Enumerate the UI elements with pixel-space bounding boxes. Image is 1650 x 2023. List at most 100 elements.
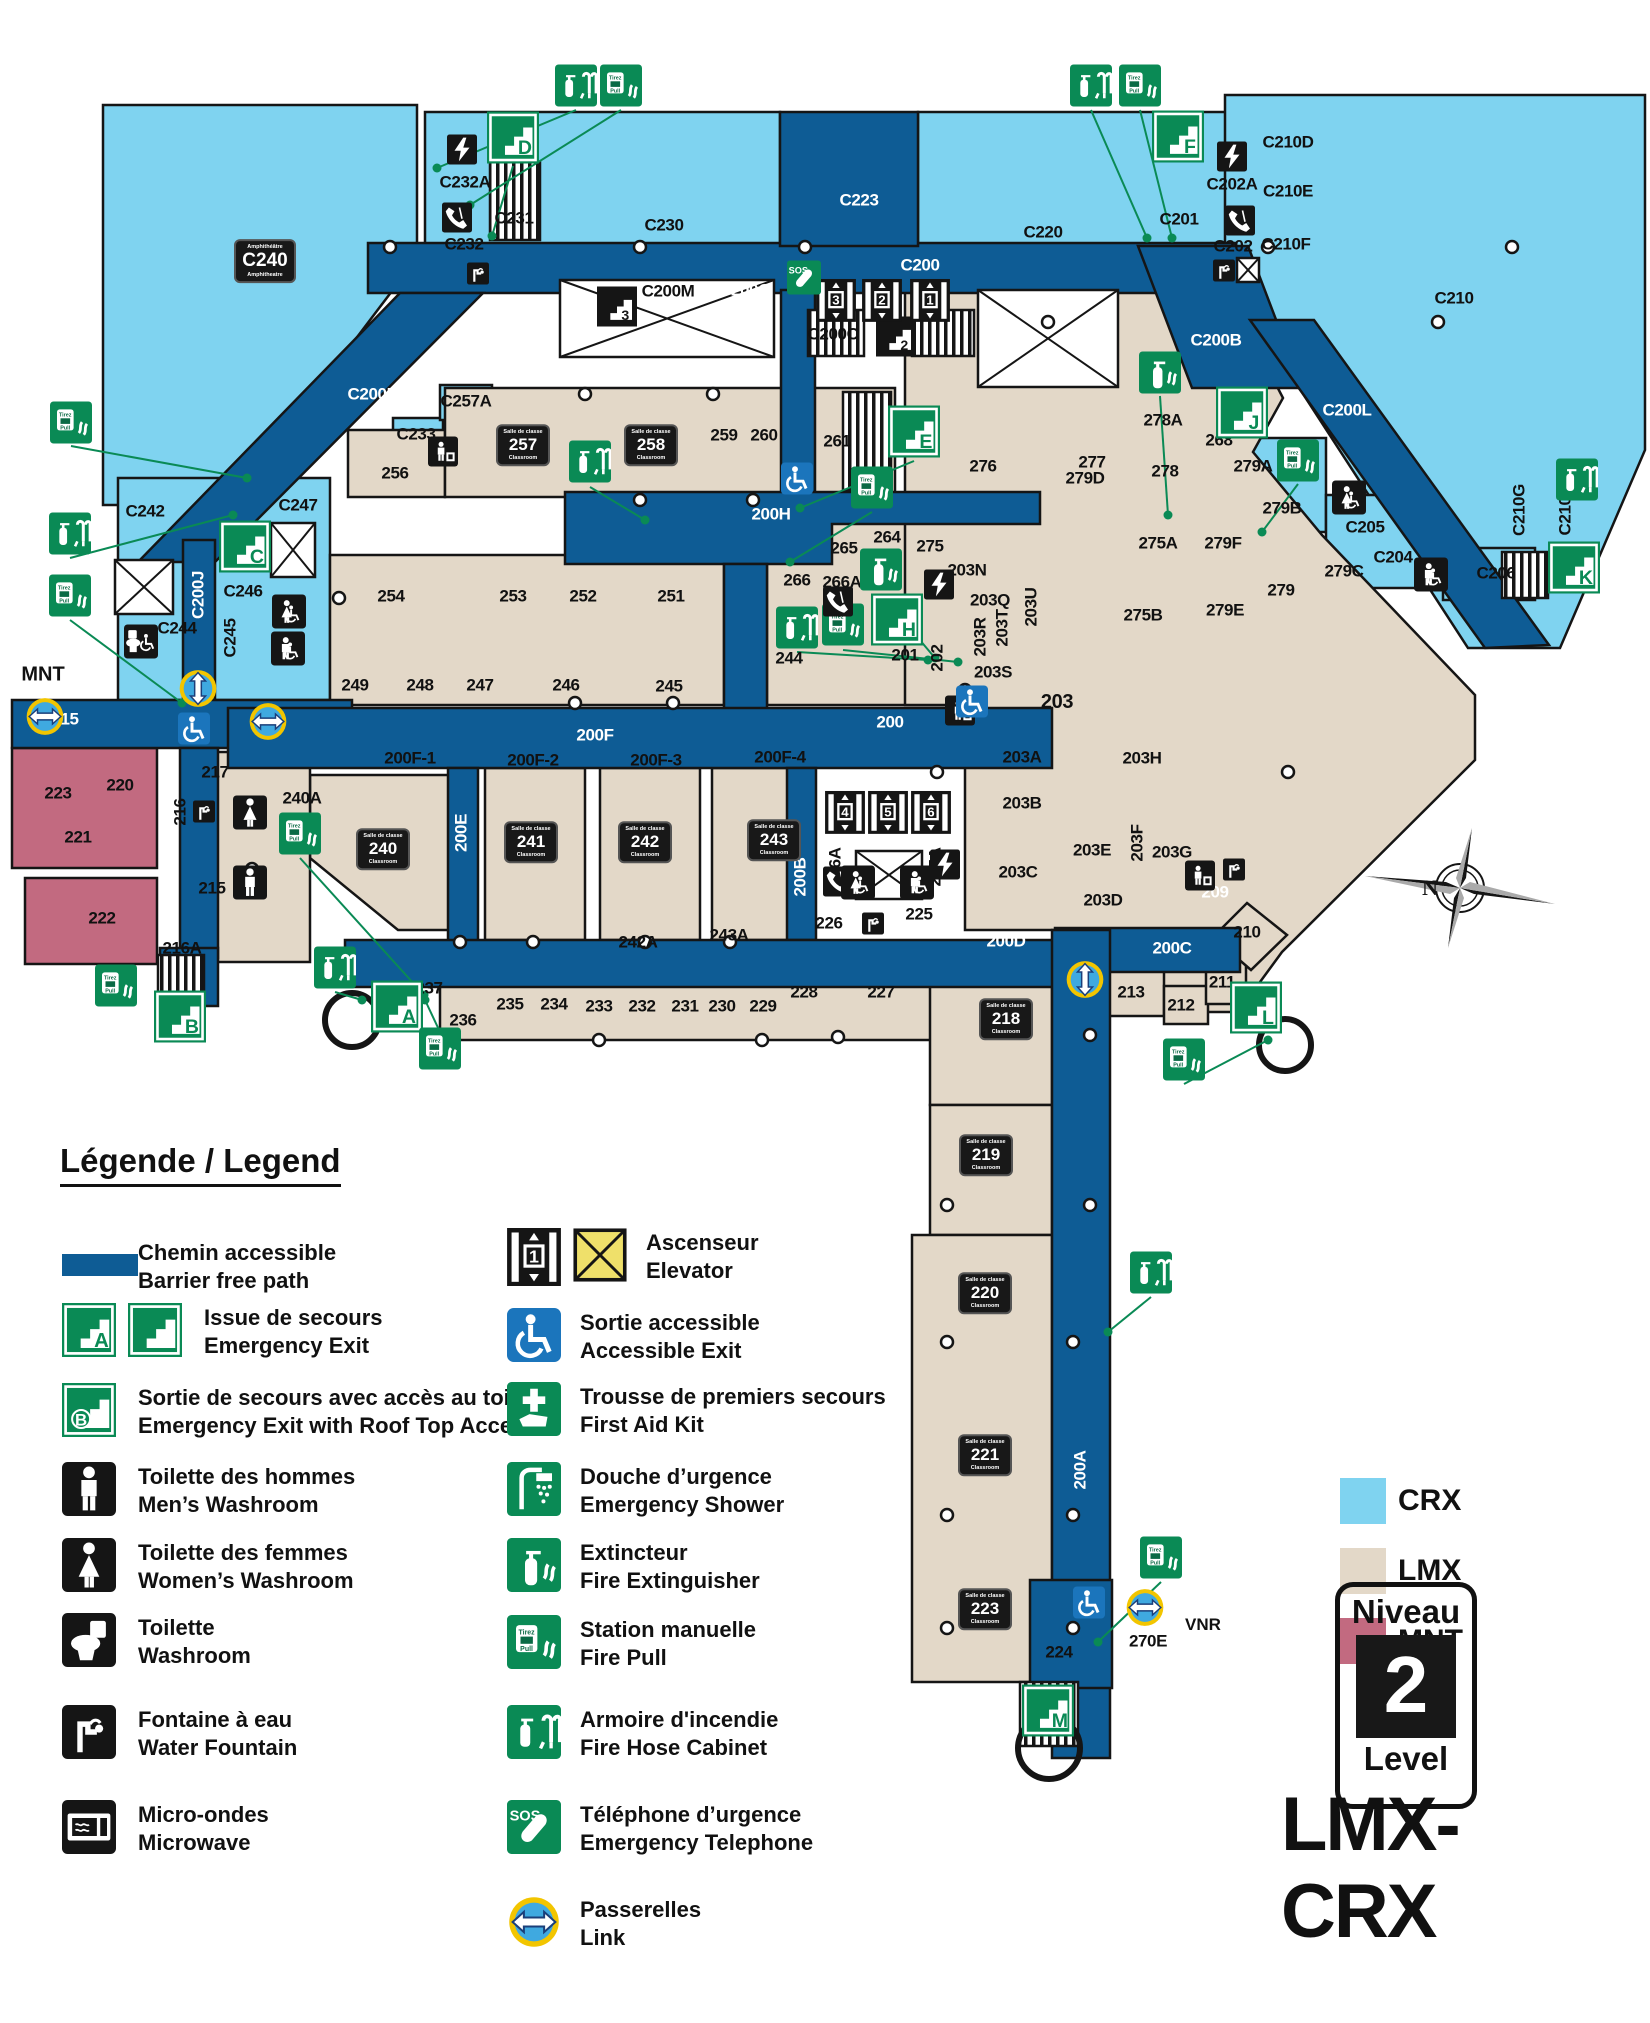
room-label-247: 247	[466, 675, 494, 695]
badge-fr: Salle de classe	[986, 1003, 1026, 1010]
room-label-248: 248	[406, 675, 434, 695]
room-label-200C: 200C	[1152, 938, 1192, 958]
leader-dot	[640, 515, 650, 525]
room-label-260: 260	[750, 425, 778, 445]
icon-leader-line	[1261, 483, 1299, 533]
room-label-C257A: C257A	[440, 391, 492, 411]
svg-text:2: 2	[900, 338, 908, 354]
room-label-270E: 270E	[1128, 1631, 1168, 1651]
legend-fhc-icon	[507, 1705, 562, 1764]
link-icon	[1125, 1588, 1165, 1633]
svg-text:3: 3	[832, 292, 839, 307]
room-label-203N: 203N	[947, 560, 987, 580]
icon-leader-line	[299, 857, 425, 996]
room-label-279A: 279A	[1233, 456, 1273, 476]
room-label-254: 254	[377, 586, 405, 606]
door-dot	[331, 590, 347, 606]
room-label-261: 261	[823, 431, 851, 451]
room-label-C247: C247	[278, 495, 318, 515]
room-label-C233: C233	[396, 424, 436, 444]
emergency-exit-H-icon: H	[871, 593, 923, 651]
room-label-200F: 200F	[576, 725, 614, 745]
svg-text:Tirez: Tirez	[1128, 76, 1141, 82]
badge-number: 219	[971, 1145, 1001, 1165]
room-label-213: 213	[1117, 982, 1145, 1002]
icon-leader-line	[842, 649, 959, 663]
room-label-279B: 279B	[1262, 498, 1302, 518]
mens-accessible-washroom-icon	[271, 631, 305, 671]
accessible-exit-icon	[178, 712, 210, 750]
room-label-200: 200	[876, 712, 904, 732]
legend-title: Légende / Legend	[60, 1142, 341, 1187]
room-label-279E: 279E	[1205, 600, 1245, 620]
door-dot	[745, 492, 761, 508]
legend-wt-icon	[62, 1613, 116, 1672]
svg-text:2: 2	[878, 292, 885, 307]
corridor-cor-200d	[343, 938, 1057, 989]
room-label-216: 216	[170, 798, 190, 826]
stairwell	[1500, 550, 1550, 600]
svg-text:E: E	[919, 431, 932, 453]
electrical-icon	[930, 849, 960, 885]
room-label-C206: C206	[1476, 563, 1516, 583]
svg-text:B: B	[75, 1410, 87, 1429]
room-label-212: 212	[1167, 995, 1195, 1015]
room-label-200A: 200A	[1070, 1450, 1090, 1490]
door-dot	[1040, 314, 1056, 330]
badge-fr: Salle de classe	[965, 1439, 1005, 1446]
badge-fr: Salle de classe	[625, 826, 665, 833]
electrical-icon	[924, 569, 954, 605]
svg-text:Pull: Pull	[832, 628, 842, 634]
fire-hose-cabinet-icon	[1130, 1251, 1173, 1299]
area-code-LMX: LMX	[1398, 1554, 1462, 1587]
leader-dot	[795, 503, 805, 513]
door-dot	[632, 239, 648, 255]
badge-en: Classroom	[508, 454, 538, 461]
room-label-C210E: C210E	[1263, 181, 1313, 201]
svg-text:Pull: Pull	[59, 599, 69, 605]
svg-text:Pull: Pull	[861, 491, 871, 497]
icon-leader-line	[69, 619, 183, 704]
water-fountain-icon	[193, 800, 215, 828]
room-label-266: 266	[783, 570, 811, 590]
svg-text:Pull: Pull	[1150, 1561, 1160, 1567]
svg-text:Tirez: Tirez	[1172, 1050, 1185, 1056]
door-dot	[722, 934, 738, 950]
corridor-cor-200e	[446, 766, 480, 966]
svg-text:C: C	[250, 546, 264, 568]
room-label-265: 265	[830, 538, 858, 558]
badge-number: 240	[368, 839, 398, 859]
badge-en: Classroom	[971, 1164, 1001, 1171]
room-label-211: 211	[1208, 972, 1236, 992]
legend-exitPlain-icon	[128, 1303, 182, 1362]
room-label-228: 228	[790, 982, 818, 1002]
legend-linkh-icon	[507, 1895, 561, 1954]
room-label-203C: 203C	[998, 862, 1038, 882]
door-dot	[452, 934, 468, 950]
room-label-203E: 203E	[1072, 840, 1112, 860]
icon-leader-line	[796, 651, 929, 661]
svg-text:M: M	[1052, 1710, 1068, 1732]
room-label-C200: C200	[900, 255, 940, 275]
emergency-exit-M-icon: M	[1022, 1684, 1074, 1742]
icon-leader-line	[1159, 395, 1169, 516]
fire-hose-cabinet-icon	[555, 64, 598, 112]
room-label-C200C: C200C	[807, 324, 859, 344]
room-label-230: 230	[708, 996, 736, 1016]
corridor-cor-c223	[778, 110, 920, 248]
room-label-234: 234	[540, 994, 568, 1014]
svg-text:Tirez: Tirez	[288, 824, 301, 830]
svg-text:Tirez: Tirez	[1286, 451, 1299, 457]
